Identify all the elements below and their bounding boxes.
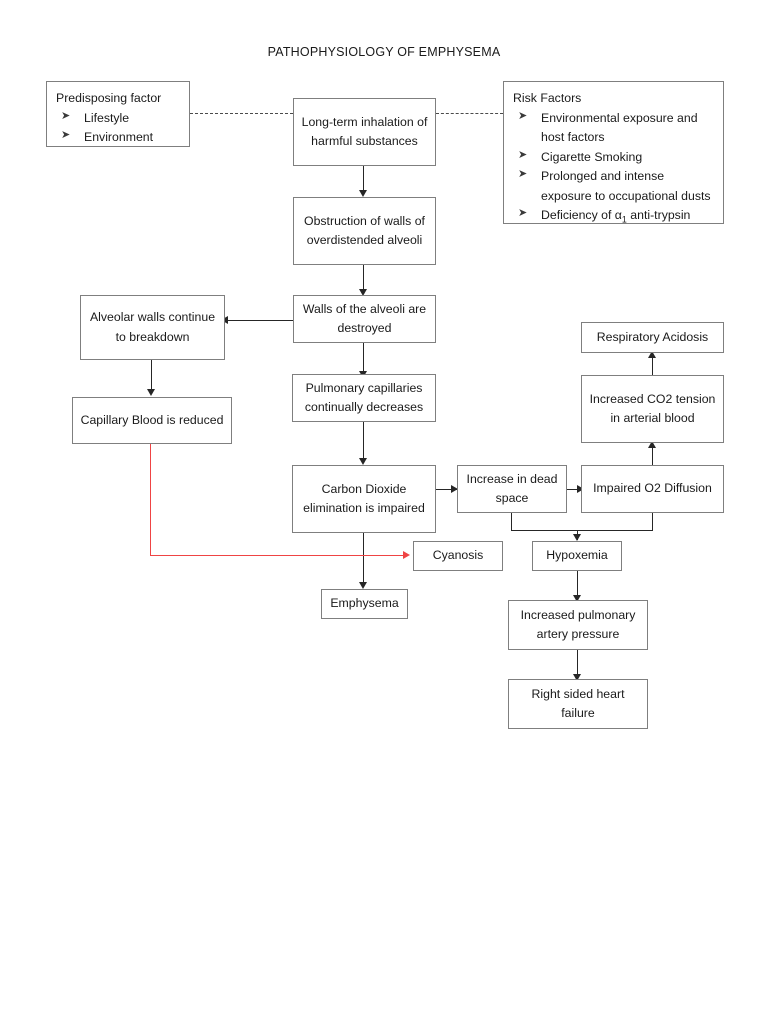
- node-label: Increased CO2 tension in arterial blood: [589, 391, 716, 425]
- node-label: Long-term inhalation of harmful substanc…: [301, 114, 428, 148]
- line-dead-space-down: [511, 513, 513, 531]
- node-label: Capillary Blood is reduced: [80, 412, 224, 427]
- node-co2-elimination-impaired[interactable]: Carbon Dioxide elimination is impaired: [292, 465, 436, 533]
- line-dead-space-to-impaired-o2: [567, 489, 586, 491]
- list-item-label: Cigarette Smoking: [541, 149, 643, 164]
- predisposing-list: ➤ Lifestyle ➤ Environment: [56, 109, 180, 148]
- list-item: ➤ Cigarette Smoking: [513, 148, 714, 167]
- line-obstruction-walls: [363, 265, 365, 292]
- risk-factors-heading: Risk Factors: [513, 91, 582, 105]
- node-increase-dead-space[interactable]: Increase in dead space: [457, 465, 567, 513]
- arrow-bullet-icon: ➤: [518, 207, 528, 220]
- node-cyanosis[interactable]: Cyanosis: [413, 541, 503, 571]
- line-co2-to-dead-space: [436, 489, 457, 491]
- arrowhead-cyanosis: [403, 551, 410, 559]
- list-item-label: Lifestyle: [84, 111, 130, 126]
- node-label: Hypoxemia: [546, 548, 608, 563]
- list-item: ➤ Prolonged and intense exposure to occup…: [513, 167, 714, 206]
- node-obstruction-of-walls[interactable]: Obstruction of walls of overdistended al…: [293, 197, 436, 265]
- arrow-bullet-icon: ➤: [518, 148, 528, 161]
- node-alveolar-walls-breakdown[interactable]: Alveolar walls continue to breakdown: [80, 295, 225, 360]
- line-merge-to-hypoxemia: [511, 530, 653, 532]
- node-label: Right sided heart failure: [531, 686, 625, 720]
- node-label: Pulmonary capillaries continually decrea…: [304, 380, 424, 414]
- node-respiratory-acidosis[interactable]: Respiratory Acidosis: [581, 322, 724, 353]
- arrow-bullet-icon: ➤: [518, 110, 528, 123]
- list-item-label: Environment: [84, 130, 154, 145]
- line-co2-tension-to-acidosis: [652, 353, 654, 375]
- list-item: ➤ Lifestyle: [56, 109, 180, 128]
- node-emphysema[interactable]: Emphysema: [321, 589, 408, 619]
- connector-predisposing-to-inhalation: [190, 113, 293, 114]
- line-impaired-o2-to-co2-tension: [652, 443, 654, 466]
- node-capillary-blood-reduced[interactable]: Capillary Blood is reduced: [72, 397, 232, 444]
- line-alveolar-to-capillary: [151, 359, 153, 391]
- node-label: Carbon Dioxide elimination is impaired: [303, 481, 425, 515]
- node-increased-pulmonary-artery-pressure[interactable]: Increased pulmonary artery pressure: [508, 600, 648, 650]
- red-line-capillary-down: [150, 444, 152, 556]
- node-impaired-o2-diffusion[interactable]: Impaired O2 Diffusion: [581, 465, 724, 513]
- page-title: PATHOPHYSIOLOGY OF EMPHYSEMA: [267, 45, 501, 59]
- node-predisposing-factor[interactable]: Predisposing factor ➤ Lifestyle ➤ Environm…: [46, 81, 190, 147]
- arrow-bullet-icon: ➤: [61, 129, 71, 142]
- line-hypoxemia-to-pap: [577, 571, 579, 599]
- node-pulmonary-capillaries-decrease[interactable]: Pulmonary capillaries continually decrea…: [292, 374, 436, 422]
- arrowhead-hypoxemia: [573, 534, 581, 541]
- node-label: Impaired O2 Diffusion: [593, 481, 712, 496]
- arrowhead-capillary-blood: [147, 389, 155, 396]
- line-walls-to-alveolar-breakdown: [226, 320, 293, 322]
- line-co2-to-emphysema: [363, 533, 365, 585]
- list-item-label: Environmental exposure and host factors: [541, 111, 698, 145]
- arrowhead-dead-space: [451, 485, 458, 493]
- node-walls-of-alveoli-destroyed[interactable]: Walls of the alveoli are destroyed: [293, 295, 436, 343]
- list-item: ➤ Environment: [56, 128, 180, 147]
- node-label: Alveolar walls continue to breakdown: [89, 310, 216, 344]
- arrowhead-impaired-o2: [577, 485, 584, 493]
- node-increased-co2-tension[interactable]: Increased CO2 tension in arterial blood: [581, 375, 724, 443]
- arrowhead-obstruction: [359, 190, 367, 197]
- line-impaired-o2-down: [652, 513, 654, 531]
- node-right-sided-heart-failure[interactable]: Right sided heart failure: [508, 679, 648, 729]
- list-item-label: Deficiency of α1 anti-trypsin: [541, 208, 691, 225]
- line-walls-to-pulmonary-capillaries: [363, 343, 365, 374]
- node-label: Cyanosis: [432, 548, 484, 563]
- node-hypoxemia[interactable]: Hypoxemia: [532, 541, 622, 571]
- node-label: Obstruction of walls of overdistended al…: [304, 213, 425, 247]
- node-risk-factors[interactable]: Risk Factors ➤ Environmental exposure and…: [503, 81, 724, 225]
- node-label: Walls of the alveoli are destroyed: [302, 301, 427, 335]
- node-label: Emphysema: [330, 596, 399, 611]
- line-pap-to-heart-failure: [577, 650, 579, 678]
- node-long-term-inhalation[interactable]: Long-term inhalation of harmful substanc…: [293, 98, 436, 166]
- red-line-to-cyanosis: [150, 555, 408, 557]
- arrowhead-right-heart-failure: [573, 674, 581, 681]
- arrowhead-emphysema: [359, 582, 367, 589]
- arrowhead-respiratory-acidosis: [648, 351, 656, 358]
- arrow-bullet-icon: ➤: [518, 168, 528, 181]
- risk-factors-list: ➤ Environmental exposure and host factors…: [513, 109, 714, 228]
- connector-inhalation-to-risk-factors: [436, 113, 503, 114]
- list-item: ➤ Deficiency of α1 anti-trypsin: [513, 206, 714, 227]
- arrowhead-co2-tension: [648, 441, 656, 448]
- list-item: ➤ Environmental exposure and host factors: [513, 109, 714, 148]
- line-pulmonary-to-co2-elimination: [363, 422, 365, 461]
- predisposing-heading: Predisposing factor: [56, 91, 162, 105]
- node-label: Increased pulmonary artery pressure: [520, 607, 636, 641]
- node-label: Respiratory Acidosis: [596, 329, 709, 344]
- node-label: Increase in dead space: [466, 471, 558, 505]
- arrowhead-walls-destroyed: [359, 289, 367, 296]
- arrowhead-pulmonary-artery-pressure: [573, 595, 581, 602]
- list-item-label: Prolonged and intense exposure to occupa…: [541, 169, 711, 203]
- line-inhalation-obstruction: [363, 166, 365, 193]
- arrowhead-co2-elimination: [359, 458, 367, 465]
- arrow-bullet-icon: ➤: [61, 110, 71, 123]
